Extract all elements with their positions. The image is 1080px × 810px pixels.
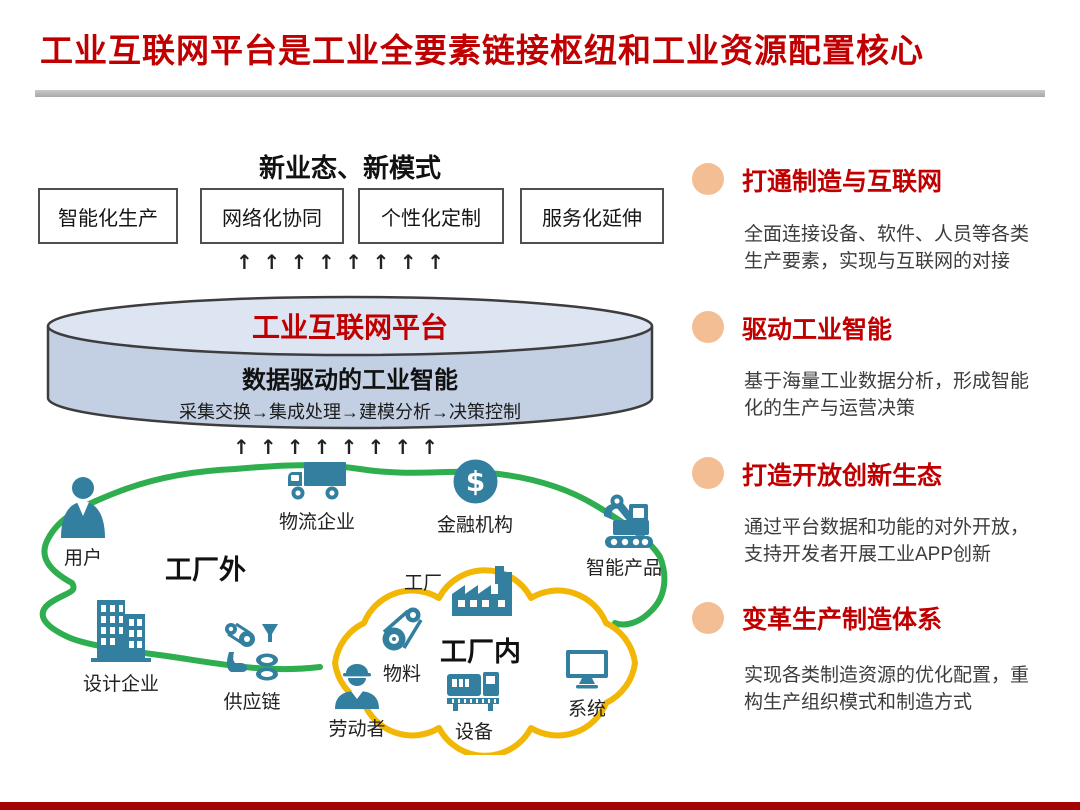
- point-title-1: 打通制造与互联网: [742, 168, 943, 196]
- title-divider: [35, 90, 1045, 97]
- factory-icon: [452, 566, 512, 616]
- node-label: 系统: [567, 699, 606, 720]
- node-finance: $ 金融机构: [432, 458, 518, 537]
- belt-drive-icon: [382, 607, 423, 651]
- platform-name: 工业互联网平台: [251, 312, 448, 343]
- page-title: 工业互联网平台是工业全要素链接枢纽和工业资源配置核心: [40, 32, 924, 69]
- node-logistics: 物流企业: [270, 460, 364, 534]
- up-arrow-icon: ↑: [317, 250, 335, 274]
- up-arrows-bottom: ↑ ↑ ↑ ↑ ↑ ↑ ↑ ↑: [233, 437, 438, 457]
- point-desc-4: 实现各类制造资源的优化配置，重构生产组织模式和制造方式: [744, 665, 1030, 713]
- excavator-icon: [603, 494, 653, 548]
- point-title-3: 打造开放创新生态: [742, 462, 943, 490]
- node-supply-chain: 供应链: [214, 620, 290, 714]
- monitor-icon: [566, 650, 608, 689]
- user-icon: [61, 477, 105, 538]
- up-arrow-icon: ↑: [236, 250, 253, 274]
- up-arrow-icon: ↑: [367, 435, 385, 459]
- node-equipment: 设备: [442, 670, 506, 744]
- cylinder-shape-icon: [46, 295, 654, 430]
- platform-subtitle: 数据驱动的工业智能: [242, 367, 458, 394]
- up-arrow-icon: ↑: [340, 435, 358, 459]
- worker-icon: [335, 664, 379, 709]
- truck-icon: [288, 462, 346, 500]
- node-design-enterprise: 设计企业: [80, 598, 162, 696]
- up-arrow-icon: ↑: [313, 435, 331, 459]
- bullet-dot: [692, 163, 724, 195]
- mode-box-label: 智能化生产: [58, 207, 158, 230]
- point-title-4: 变革生产制造体系: [742, 606, 943, 634]
- node-label: 供应链: [223, 692, 281, 713]
- parts-icon: [225, 622, 278, 681]
- node-factory: [448, 564, 516, 621]
- dollar-icon: $: [453, 459, 497, 504]
- mode-box-label: 个性化定制: [381, 207, 481, 230]
- bullet-dot: [692, 311, 724, 343]
- up-arrow-icon: ↑: [427, 250, 444, 274]
- bullet-dot: [692, 602, 724, 634]
- node-user: 用户: [50, 476, 116, 570]
- point-desc-2: 基于海量工业数据分析，形成智能化的生产与运营决策: [744, 371, 1030, 419]
- point-desc-3: 通过平台数据和功能的对外开放，支持开发者开展工业APP创新: [744, 517, 1030, 565]
- node-label: 物料: [382, 664, 421, 685]
- up-arrow-icon: ↑: [394, 435, 412, 459]
- point-desc-1: 全面连接设备、软件、人员等各类生产要素，实现与互联网的对接: [744, 224, 1030, 272]
- mode-box-label: 网络化协同: [222, 207, 322, 230]
- up-arrow-icon: ↑: [233, 435, 250, 459]
- node-label: 设备: [454, 722, 493, 743]
- node-label: 劳动者: [328, 719, 386, 740]
- node-label: 智能产品: [585, 558, 662, 579]
- node-factory-label: 工厂: [404, 573, 443, 594]
- node-smart-product: 智能产品: [576, 492, 672, 580]
- machine-icon: [447, 672, 499, 711]
- up-arrow-icon: ↑: [263, 250, 281, 274]
- bottom-accent-bar: [0, 802, 1080, 810]
- platform-process: 采集交换→集成处理→建模分析→决策控制: [179, 402, 521, 422]
- node-label: 金融机构: [436, 515, 513, 536]
- up-arrows-top: ↑ ↑ ↑ ↑ ↑ ↑ ↑ ↑: [236, 252, 444, 272]
- mode-box-smart-production: 智能化生产: [38, 188, 178, 244]
- point-title-2: 驱动工业智能: [742, 316, 893, 344]
- up-arrow-icon: ↑: [421, 435, 438, 459]
- mode-box-label: 服务化延伸: [542, 207, 642, 230]
- mode-box-service-extension: 服务化延伸: [520, 188, 664, 244]
- up-arrow-icon: ↑: [290, 250, 308, 274]
- up-arrow-icon: ↑: [259, 435, 277, 459]
- up-arrow-icon: ↑: [372, 250, 390, 274]
- up-arrow-icon: ↑: [286, 435, 304, 459]
- bullet-dot: [692, 457, 724, 489]
- node-material: 物料: [377, 606, 427, 686]
- zone-outside-factory: 工厂外: [165, 555, 246, 585]
- mode-box-personalization: 个性化定制: [358, 188, 504, 244]
- node-label: 物流企业: [278, 512, 355, 533]
- up-arrow-icon: ↑: [345, 250, 363, 274]
- office-building-icon: [91, 600, 151, 662]
- up-arrow-icon: ↑: [399, 250, 417, 274]
- node-label: 用户: [63, 548, 102, 569]
- node-worker: 劳动者: [314, 662, 400, 741]
- node-system: 系统: [562, 648, 612, 721]
- node-label: 设计企业: [82, 674, 159, 695]
- svg-text:$: $: [465, 465, 484, 498]
- platform-cylinder: 工业互联网平台 数据驱动的工业智能 采集交换→集成处理→建模分析→决策控制: [45, 294, 655, 436]
- zone-inside-factory: 工厂内: [440, 637, 521, 667]
- mode-box-network-collab: 网络化协同: [200, 188, 344, 244]
- new-modes-heading: 新业态、新模式: [258, 153, 441, 183]
